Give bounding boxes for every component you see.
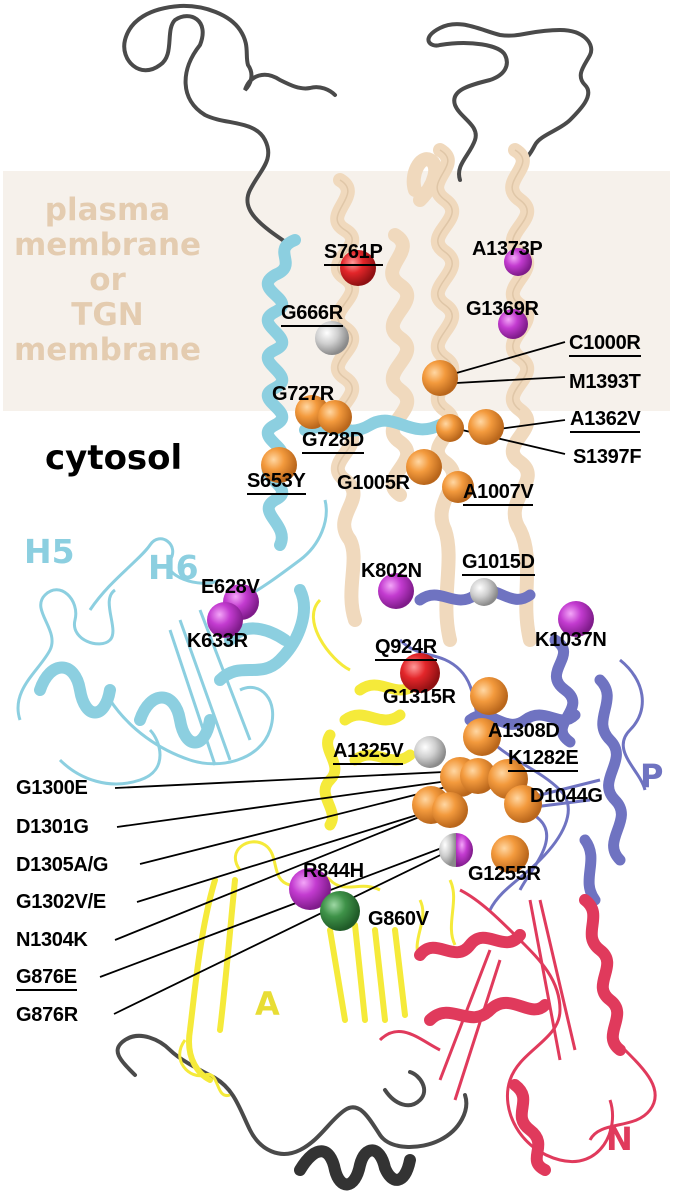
membrane-label: plasma membrane or TGN membrane: [13, 192, 202, 368]
domain-label-n: N: [606, 1120, 633, 1158]
leader-lines: [99, 341, 566, 1015]
sphere-g876: [439, 833, 473, 867]
n-domain: [414, 894, 626, 1176]
sphere-g1302v: [460, 758, 496, 794]
mutation-label-k1037n: K1037N: [535, 629, 607, 651]
mutation-label-g728d: G728D: [302, 429, 364, 454]
mutation-label-d1301g: D1301G: [16, 816, 89, 838]
mutation-label-s761p: S761P: [324, 241, 383, 266]
mutation-label-a1325v: A1325V: [333, 740, 404, 765]
sphere-k1037n: [558, 601, 594, 637]
sphere-r844h: [289, 868, 331, 910]
mutation-label-s1397f: S1397F: [573, 446, 642, 468]
sphere-k633r: [207, 602, 243, 638]
mutation-label-g1300e: G1300E: [16, 777, 88, 799]
mutation-label-a1308d: A1308D: [488, 720, 560, 742]
sphere-s653y: [261, 447, 297, 483]
sphere-q924r: [400, 653, 440, 693]
mutation-label-e628v: E628V: [201, 576, 260, 598]
mutation-label-k802n: K802N: [361, 560, 422, 582]
mutation-label-d1044g: D1044G: [530, 785, 603, 807]
sphere-d1044g: [504, 785, 542, 823]
mutation-label-s653y: S653Y: [247, 470, 306, 495]
mutation-label-g727r: G727R: [272, 383, 334, 405]
mutation-label-g1015d: G1015D: [462, 551, 535, 576]
domain-label-h5: H5: [24, 532, 75, 571]
mutation-label-r844h: R844H: [303, 860, 364, 882]
mutation-label-k633r: K633R: [187, 630, 248, 652]
mutation-label-g1005r: G1005R: [337, 472, 410, 494]
mutation-label-g1255r: G1255R: [468, 863, 541, 885]
sphere-g1369r: [498, 309, 528, 339]
mutation-label-g876e: G876E: [16, 966, 77, 991]
mutation-label-g1302ve: G1302V/E: [16, 891, 106, 913]
mutation-label-m1393t: M1393T: [569, 371, 641, 393]
sphere-g1015d: [470, 578, 498, 606]
mutation-label-g1369r: G1369R: [466, 298, 539, 320]
mutation-label-g860v: G860V: [368, 908, 429, 930]
sphere-a1007v: [442, 471, 474, 503]
mutation-label-g876r: G876R: [16, 1004, 78, 1026]
hma-domain-loops: [16, 499, 328, 786]
sphere-g1005r: [406, 449, 442, 485]
sphere-g666r: [315, 321, 349, 355]
sphere-g1315r: [470, 677, 508, 715]
sphere-a1373p: [504, 248, 532, 276]
domain-label-a: A: [255, 985, 280, 1023]
sphere-a1362v: [468, 409, 504, 445]
mutation-label-a1362v: A1362V: [570, 408, 641, 433]
sphere-g727r-b: [318, 400, 352, 434]
extracellular-loops: [115, 3, 594, 1156]
domain-label-p: P: [640, 757, 664, 795]
sphere-a1325v: [414, 736, 446, 768]
mutation-label-d1305ag: D1305A/G: [16, 854, 109, 876]
linker-helix: [294, 1144, 416, 1191]
sphere-g860v: [320, 891, 360, 931]
sphere-s761p: [340, 250, 376, 286]
mutation-label-n1304k: N1304K: [16, 929, 88, 951]
n-domain-loops: [378, 888, 657, 1164]
mutation-label-g1315r: G1315R: [383, 686, 456, 708]
sphere-k802n: [378, 573, 414, 609]
sphere-g1255r: [491, 835, 529, 873]
sphere-a1308d: [463, 718, 501, 756]
mutation-label-g666r: G666R: [281, 302, 343, 327]
sphere-c1000r: [422, 360, 458, 396]
cytosol-label: cytosol: [45, 438, 183, 478]
sphere-n1304k: [432, 792, 468, 828]
mutation-label-k1282e: K1282E: [508, 747, 579, 772]
domain-label-h6: H6: [148, 548, 199, 587]
mutation-spheres: [207, 248, 594, 931]
sphere-s1397f: [436, 414, 464, 442]
mutation-label-q924r: Q924R: [375, 636, 437, 661]
mutation-label-a1373p: A1373P: [472, 238, 543, 260]
mutation-label-c1000r: C1000R: [569, 332, 641, 357]
mutation-label-a1007v: A1007V: [463, 481, 534, 506]
